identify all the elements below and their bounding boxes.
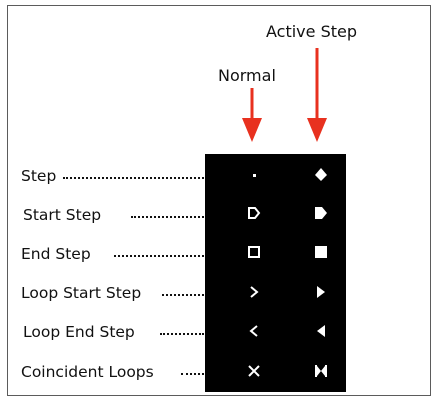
triangle-right-icon	[317, 286, 325, 298]
active-arrow-icon	[307, 48, 327, 142]
dot-icon	[253, 174, 256, 177]
row-label-step: Step	[21, 167, 57, 185]
leader-line	[162, 294, 204, 296]
icon-panel	[205, 154, 346, 392]
chevron-left-icon	[249, 325, 258, 337]
normal-header: Normal	[218, 66, 276, 85]
row-label-coincident-loops: Coincident Loops	[21, 363, 154, 381]
square-filled-icon	[315, 246, 327, 258]
chevron-right-icon	[250, 286, 259, 298]
leader-line	[131, 216, 204, 218]
normal-arrow-icon	[242, 88, 262, 142]
leader-line	[181, 373, 204, 375]
leader-line	[160, 333, 204, 335]
diamond-icon	[315, 168, 327, 181]
row-label-end-step: End Step	[21, 245, 91, 263]
active-step-header: Active Step	[266, 22, 358, 41]
bowtie-icon	[315, 365, 327, 377]
row-label-loop-start-step: Loop Start Step	[21, 284, 142, 302]
x-icon	[248, 365, 260, 377]
leader-line	[63, 177, 204, 179]
start-filled-icon	[315, 207, 327, 219]
row-label-loop-end-step: Loop End Step	[23, 323, 135, 341]
leader-line	[114, 255, 204, 257]
row-label-start-step: Start Step	[23, 206, 102, 224]
start-outline-icon	[248, 207, 261, 219]
triangle-left-icon	[317, 325, 325, 337]
square-outline-icon	[248, 246, 260, 258]
